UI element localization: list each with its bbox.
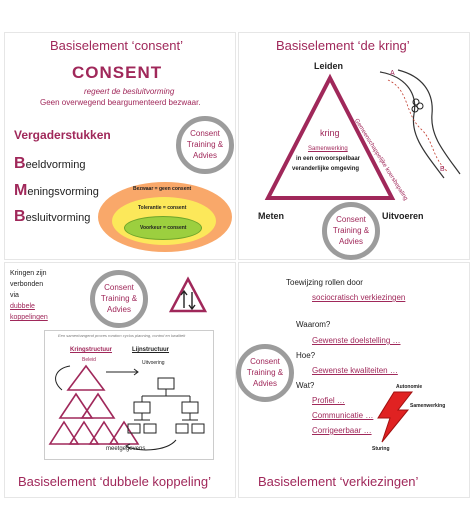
- kring-triangle: [264, 73, 396, 200]
- sturing-label: Sturing: [372, 446, 390, 452]
- kring-omgeving-2: veranderlijke omgeving: [292, 166, 360, 172]
- consent-heading: CONSENT: [72, 63, 163, 82]
- verk-hoe: Hoe?: [296, 351, 316, 360]
- verk-wat: Wat?: [296, 381, 315, 390]
- kring-label-leiden: Leiden: [314, 61, 344, 71]
- ellipse-label-inner: Voorkeur = consent: [140, 225, 187, 231]
- koppeling-structures: [48, 364, 205, 451]
- verk-waarom: Waarom?: [296, 320, 331, 329]
- verk-sociocratisch[interactable]: sociocratisch verkiezingen: [312, 293, 406, 302]
- river-label-a: A: [390, 70, 395, 77]
- koppeling-panel-title: Basiselement ‘dubbele koppeling’: [18, 474, 211, 489]
- bmb-rest: eeldvorming: [25, 159, 86, 171]
- connector-label-consent: Consent: [104, 283, 134, 292]
- connector-top-middle[interactable]: Consent Training & Advies: [176, 116, 234, 174]
- lightning-icon: [377, 391, 414, 443]
- connector-label-consent: Consent: [250, 357, 280, 366]
- koppeling-tiny-note: Een samenhangend proces rondom cyclus pl…: [58, 333, 186, 338]
- connector-label-consent: Consent: [190, 129, 220, 138]
- bmb-letter: M: [14, 182, 28, 199]
- connector-bottom-middle[interactable]: Consent Training & Advies: [236, 344, 294, 402]
- koppeling-link-1[interactable]: dubbele: [10, 303, 35, 310]
- lijnstructuur-label: Lijnstructuur: [132, 347, 169, 353]
- verk-kwaliteiten[interactable]: Gewenste kwaliteiten …: [312, 366, 398, 375]
- verk-communicatie[interactable]: Communicatie …: [312, 411, 374, 420]
- verkiezingen-panel-title: Basiselement ‘verkiezingen’: [258, 474, 419, 489]
- koppeling-intro-1: Kringen zijn: [10, 270, 47, 277]
- bmb-rest: eningsvorming: [27, 186, 99, 198]
- consent-panel-title: Basiselement ‘consent’: [50, 38, 183, 53]
- beleid-label: Beleid: [82, 357, 96, 363]
- koppeling-intro-2: verbonden: [10, 281, 44, 288]
- samenwerking-label: Samenwerking: [410, 403, 446, 409]
- connector-label-training: Training &: [100, 294, 138, 303]
- verk-profiel[interactable]: Profiel …: [312, 396, 345, 405]
- kringstructuur-label: Kringstructuur: [70, 347, 112, 353]
- bmb-item-besluitvorming: Besluitvorming: [14, 208, 90, 226]
- kring-label-uitvoeren: Uitvoeren: [382, 211, 424, 221]
- kring-label-samenwerking: Samenwerking: [308, 146, 348, 152]
- uitvoering-label: Uitvoering: [142, 360, 165, 366]
- vergaderstukken-heading: Vergaderstukken: [14, 128, 111, 142]
- river-illustration: [379, 69, 461, 179]
- connector-label-training: Training &: [332, 226, 370, 235]
- verk-toewijzing: Toewijzing rollen door: [286, 278, 363, 287]
- connector-label-training: Training &: [246, 368, 284, 377]
- kring-panel-title: Basiselement ‘de kring’: [276, 38, 410, 53]
- ellipse-label-middle: Tolerantie = consent: [138, 205, 187, 211]
- koppeling-intro-3: via: [10, 292, 19, 299]
- river-label-b: B: [440, 166, 445, 173]
- double-link-icon: [168, 276, 208, 313]
- consent-ellipse-inner: [124, 216, 202, 240]
- connector-label-consent: Consent: [336, 215, 366, 224]
- connector-label-advies: Advies: [106, 305, 131, 314]
- kring-label-meten: Meten: [258, 211, 285, 221]
- verk-corrigeerbaar[interactable]: Corrigeerbaar …: [312, 426, 372, 435]
- connector-label-advies: Advies: [252, 379, 277, 388]
- bmb-item-beeldvorming: Beeldvorming: [14, 155, 85, 173]
- connector-label-training: Training &: [186, 140, 224, 149]
- koppeling-link-2[interactable]: koppelingen: [10, 314, 48, 321]
- koppeling-diagram-box: [44, 330, 214, 460]
- consent-line-1: regeert de besluitvorming: [84, 87, 175, 96]
- kring-label-kring: kring: [320, 128, 340, 138]
- connector-left-middle[interactable]: Consent Training & Advies: [90, 270, 148, 328]
- bmb-letter: B: [14, 208, 26, 225]
- verk-doelstelling[interactable]: Gewenste doelstelling …: [312, 336, 401, 345]
- connector-right-middle[interactable]: Consent Training & Advies: [322, 202, 380, 260]
- autonomie-label: Autonomie: [396, 384, 423, 390]
- bmb-item-meningsvorming: Meningsvorming: [14, 182, 99, 200]
- connector-label-advies: Advies: [338, 237, 363, 246]
- bmb-rest: esluitvorming: [25, 212, 91, 224]
- kring-omgeving-1: in een onvoorspelbaar: [296, 156, 361, 162]
- meetgegevens-label: meetgegevens: [106, 446, 146, 452]
- bmb-letter: B: [14, 155, 26, 172]
- connector-label-advies: Advies: [192, 151, 217, 160]
- ellipse-label-outer: Bezwaar = geen consent: [133, 186, 192, 192]
- consent-line-2: Geen overwegend beargumenteerd bezwaar.: [40, 98, 201, 107]
